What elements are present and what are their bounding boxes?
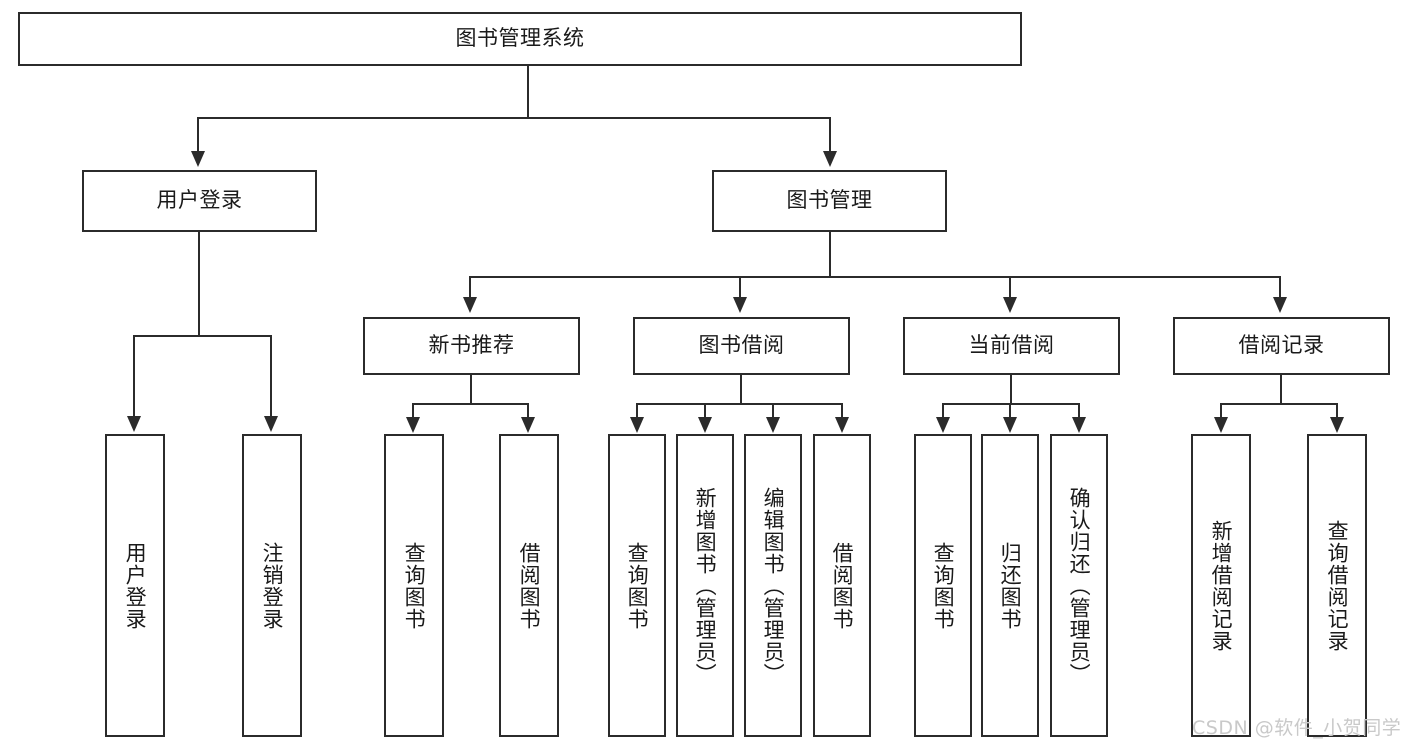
node-label: 用户登录	[123, 541, 148, 630]
edge-drop-bb-borrow	[841, 403, 843, 417]
leaf-bb-query-book[interactable]: 查询图书	[608, 434, 666, 737]
leaf-cb-confirm-return[interactable]: 确认归还（管理员）	[1050, 434, 1108, 737]
arrow-bb-borrow	[835, 417, 849, 433]
arrow-leaf-user-login	[127, 416, 141, 432]
node-label: 查询图书	[402, 541, 427, 630]
node-root-system[interactable]: 图书管理系统	[18, 12, 1022, 66]
edge-book-mgmt-bus	[469, 276, 1280, 278]
leaf-logout[interactable]: 注销登录	[242, 434, 302, 737]
node-label: 查询图书	[625, 541, 650, 630]
node-current-borrow[interactable]: 当前借阅	[903, 317, 1120, 375]
edge-drop-bb-add	[704, 403, 706, 417]
edge-drop-cb-query	[942, 403, 944, 417]
node-label: 编辑图书（管理员）	[761, 486, 786, 685]
leaf-bb-add-book[interactable]: 新增图书（管理员）	[676, 434, 734, 737]
arrow-br-add	[1214, 417, 1228, 433]
edge-drop-bb-query	[636, 403, 638, 417]
node-label: 图书借阅	[698, 333, 785, 358]
edge-drop-cb-confirm	[1078, 403, 1080, 417]
leaf-bb-edit-book[interactable]: 编辑图书（管理员）	[744, 434, 802, 737]
node-label: 确认归还（管理员）	[1067, 486, 1092, 685]
edge-borrow-records-bus	[1220, 403, 1338, 405]
edge-drop-br-query	[1336, 403, 1338, 417]
leaf-nb-query-book[interactable]: 查询图书	[384, 434, 444, 737]
arrow-current-borrow	[1003, 297, 1017, 313]
arrow-br-query	[1330, 417, 1344, 433]
edge-new-book-bus	[412, 403, 529, 405]
arrow-leaf-logout	[264, 416, 278, 432]
edge-drop-new-book	[469, 276, 471, 297]
edge-new-book-stem	[470, 375, 472, 404]
arrow-cb-return	[1003, 417, 1017, 433]
node-label: 查询借阅记录	[1325, 519, 1350, 652]
arrow-book-mgmt	[823, 151, 837, 167]
node-label: 新增图书（管理员）	[693, 486, 718, 685]
arrow-bb-query	[630, 417, 644, 433]
edge-root-bus	[197, 117, 831, 119]
edge-drop-cb-return	[1009, 403, 1011, 417]
node-book-management[interactable]: 图书管理	[712, 170, 947, 232]
edge-drop-leaf-user-login	[133, 335, 135, 416]
leaf-br-add-record[interactable]: 新增借阅记录	[1191, 434, 1251, 737]
node-label: 注销登录	[260, 541, 285, 630]
arrow-user-login	[191, 151, 205, 167]
arrow-bb-edit	[766, 417, 780, 433]
edge-user-login-bus	[133, 335, 272, 337]
node-new-book-recommend[interactable]: 新书推荐	[363, 317, 580, 375]
edge-current-borrow-bus	[942, 403, 1080, 405]
edge-drop-bb-edit	[772, 403, 774, 417]
node-label: 新增借阅记录	[1209, 519, 1234, 652]
watermark: CSDN @软件_小贺同学	[1192, 717, 1402, 739]
edge-drop-leaf-logout	[270, 335, 272, 416]
edge-drop-book-borrow	[739, 276, 741, 297]
node-label: 当前借阅	[968, 333, 1055, 358]
node-user-login[interactable]: 用户登录	[82, 170, 317, 232]
node-label: 借阅记录	[1238, 333, 1325, 358]
arrow-borrow-records	[1273, 297, 1287, 313]
edge-book-borrow-bus	[636, 403, 843, 405]
node-label: 借阅图书	[517, 541, 542, 630]
node-label: 图书管理系统	[455, 26, 585, 51]
arrow-cb-query	[936, 417, 950, 433]
leaf-cb-return-book[interactable]: 归还图书	[981, 434, 1039, 737]
node-book-borrow[interactable]: 图书借阅	[633, 317, 850, 375]
edge-borrow-records-stem	[1280, 375, 1282, 404]
node-label: 新书推荐	[428, 333, 515, 358]
edge-book-borrow-stem	[740, 375, 742, 404]
edge-root-stem	[527, 66, 529, 118]
node-label: 归还图书	[998, 541, 1023, 630]
node-label: 借阅图书	[830, 541, 855, 630]
edge-current-borrow-stem	[1010, 375, 1012, 404]
arrow-nb-query	[406, 417, 420, 433]
arrow-nb-borrow	[521, 417, 535, 433]
leaf-cb-query-book[interactable]: 查询图书	[914, 434, 972, 737]
edge-user-login-stem	[198, 232, 200, 336]
node-borrow-records[interactable]: 借阅记录	[1173, 317, 1390, 375]
edge-drop-user-login	[197, 117, 199, 151]
edge-drop-nb-query	[412, 403, 414, 417]
node-label: 查询图书	[931, 541, 956, 630]
node-label: 图书管理	[786, 188, 873, 213]
leaf-user-login[interactable]: 用户登录	[105, 434, 165, 737]
leaf-bb-borrow-book[interactable]: 借阅图书	[813, 434, 871, 737]
node-label: 用户登录	[156, 188, 243, 213]
leaf-nb-borrow-book[interactable]: 借阅图书	[499, 434, 559, 737]
arrow-bb-add	[698, 417, 712, 433]
edge-drop-current-borrow	[1009, 276, 1011, 297]
leaf-br-query-record[interactable]: 查询借阅记录	[1307, 434, 1367, 737]
arrow-cb-confirm	[1072, 417, 1086, 433]
edge-book-mgmt-stem	[829, 232, 831, 277]
edge-drop-br-add	[1220, 403, 1222, 417]
edge-drop-nb-borrow	[527, 403, 529, 417]
arrow-new-book	[463, 297, 477, 313]
edge-drop-book-mgmt	[829, 117, 831, 151]
edge-drop-borrow-records	[1279, 276, 1281, 297]
arrow-book-borrow	[733, 297, 747, 313]
